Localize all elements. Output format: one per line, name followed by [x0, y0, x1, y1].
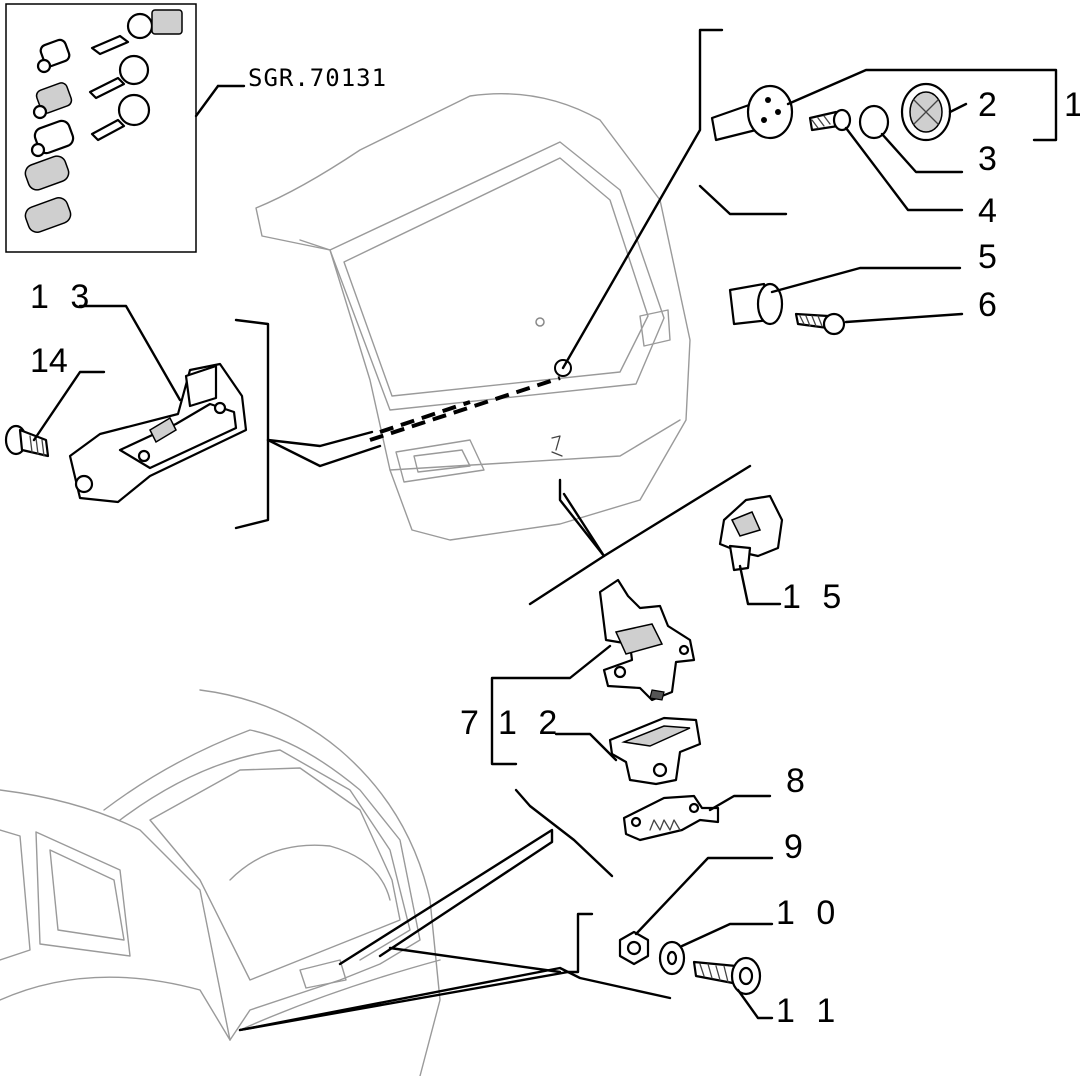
callout-2: 2	[978, 86, 997, 124]
screw-part	[794, 312, 846, 336]
callout-8: 8	[786, 762, 805, 800]
lock-barrel-part	[710, 84, 794, 142]
lock-plate-part	[622, 794, 720, 842]
reference-code: SGR.70131	[248, 64, 387, 92]
callout-14: 14	[30, 342, 68, 380]
lock-cylinder-icon	[36, 38, 71, 74]
lock-cylinder-icon	[30, 119, 75, 158]
key-icon	[88, 54, 150, 100]
callout-12: 1 2	[498, 704, 563, 742]
callout-15: 1 5	[782, 578, 847, 616]
tailgate-drawing	[255, 93, 691, 541]
lock-cylinder-icon	[24, 197, 72, 233]
cap-part	[858, 104, 890, 140]
key-icon	[90, 9, 183, 56]
screw-part	[808, 108, 852, 132]
lock-set-inset	[5, 3, 246, 253]
key-icon	[90, 93, 151, 142]
callout-5: 5	[978, 238, 997, 276]
clip-part	[718, 494, 784, 572]
nut-part	[618, 930, 650, 966]
callout-9: 9	[784, 828, 803, 866]
bushing-part	[728, 282, 784, 326]
callout-3: 3	[978, 140, 997, 178]
bracket-part	[68, 362, 248, 504]
latch-cover-part	[608, 716, 702, 786]
washer-part	[658, 940, 686, 976]
car-rear-drawing	[0, 689, 441, 1076]
callout-11: 1 1	[776, 992, 841, 1030]
callout-1: 1	[1064, 86, 1080, 124]
lock-cylinder-icon	[24, 155, 70, 191]
callout-13: 1 3	[30, 278, 95, 316]
lock-cylinder-icon	[32, 82, 73, 120]
callout-10: 1 0	[776, 894, 841, 932]
callout-4: 4	[978, 192, 997, 230]
callout-6: 6	[978, 286, 997, 324]
bolt-part	[692, 956, 762, 996]
badge-emblem-part	[900, 82, 952, 142]
callout-7: 7	[460, 704, 479, 742]
latch-part	[598, 578, 696, 702]
